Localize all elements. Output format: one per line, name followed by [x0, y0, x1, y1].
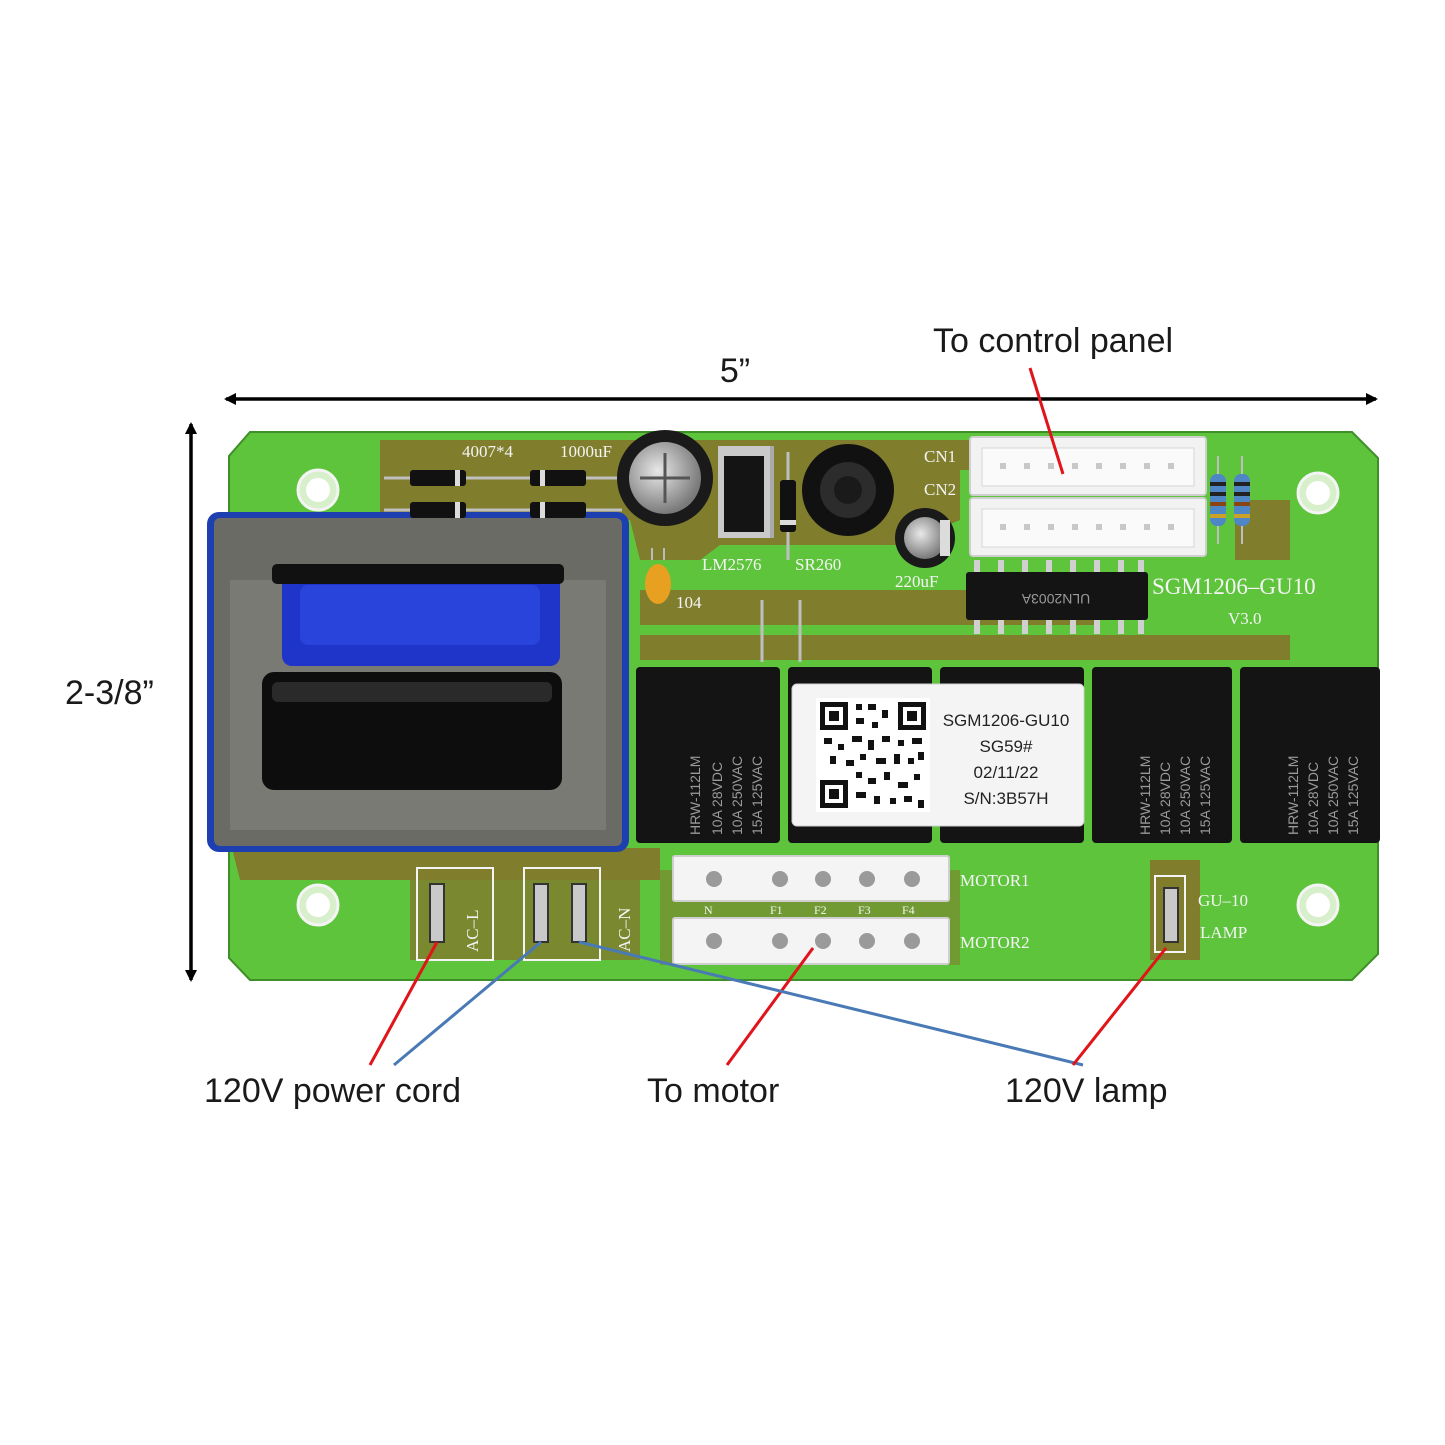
svg-text:10A 250VAC: 10A 250VAC [729, 756, 745, 835]
schottky-label: SR260 [795, 555, 841, 574]
motor-pin-labels: N F1 F2 F3 F4 [704, 903, 915, 917]
jumper-wires [760, 600, 802, 662]
lamp-label-line1: GU–10 [1198, 891, 1248, 910]
mounting-holes [296, 468, 1340, 927]
leader-lamp-blue [578, 940, 1084, 1067]
diode-3 [530, 470, 586, 486]
transformer-bobbin-top [272, 564, 564, 584]
sticker-line-3: 02/11/22 [974, 763, 1039, 782]
diode-1 [410, 470, 466, 486]
motor-terminal-block-1: MOTOR1 [672, 855, 1030, 902]
sticker-line-1: SGM1206-GU10 [943, 711, 1070, 730]
leader-power-red [368, 941, 439, 1066]
ceramic-capacitor: 104 [645, 548, 702, 612]
relay-4: HRW-112LM 10A 28VDC 10A 250VAC 15A 125VA… [1092, 667, 1232, 843]
qr-code [816, 698, 930, 812]
pin-label-n: N [704, 903, 713, 917]
relay-5: HRW-112LM 10A 28VDC 10A 250VAC 15A 125VA… [1240, 667, 1380, 843]
ac-l-label: AC–L [463, 910, 482, 953]
diode-2 [410, 502, 466, 518]
height-dimension-label: 2-3/8” [65, 674, 154, 712]
transformer [207, 512, 629, 852]
diodes-label: 4007*4 [462, 442, 514, 461]
ceramic-capacitor-label: 104 [676, 593, 702, 612]
callout-motor: To motor [647, 1072, 779, 1110]
schottky-diode: SR260 [780, 452, 841, 574]
svg-text:HRW-112LM: HRW-112LM [1137, 756, 1153, 835]
board-version-label: V3.0 [1228, 609, 1262, 628]
svg-text:15A 125VAC: 15A 125VAC [1345, 756, 1361, 835]
svg-text:15A 125VAC: 15A 125VAC [749, 756, 765, 835]
svg-text:10A 250VAC: 10A 250VAC [1177, 756, 1193, 835]
capacitor-220uf: 220uF [895, 508, 955, 591]
capacitor-220uf-label: 220uF [895, 572, 938, 591]
width-dimension-label: 5” [720, 352, 750, 390]
cn1-label: CN1 [924, 447, 956, 466]
pin-label-f2: F2 [814, 903, 827, 917]
lamp-label-line2: LAMP [1200, 923, 1247, 942]
svg-text:10A 28VDC: 10A 28VDC [1157, 762, 1173, 835]
pin-label-f3: F3 [858, 903, 871, 917]
leader-motor [725, 947, 815, 1066]
svg-text:10A 250VAC: 10A 250VAC [1325, 756, 1341, 835]
leader-lamp-red [1071, 947, 1168, 1066]
capacitor-1000uf-label: 1000uF [560, 442, 612, 461]
lamp-terminal: GU–10 LAMP [1154, 875, 1248, 953]
ac-n-terminal-2 [571, 883, 587, 943]
leader-power-blue [393, 940, 542, 1067]
board-model-label: SGM1206–GU10 [1152, 574, 1316, 599]
svg-text:HRW-112LM: HRW-112LM [1285, 756, 1301, 835]
callout-control-panel: To control panel [933, 322, 1173, 360]
inductor [802, 444, 894, 536]
regulator-label: LM2576 [702, 555, 762, 574]
pin-label-f4: F4 [902, 903, 915, 917]
callout-lamp: 120V lamp [1005, 1072, 1168, 1110]
leader-control-panel [1028, 367, 1065, 475]
cn2-label: CN2 [924, 480, 956, 499]
motor2-label: MOTOR2 [960, 933, 1030, 952]
motor-terminal-block-2: MOTOR2 [672, 917, 1030, 965]
pcb-board: 4007*4 1000uF 220uF 104 LM2 [207, 430, 1380, 981]
ac-l-terminal [429, 883, 445, 943]
svg-text:10A 28VDC: 10A 28VDC [1305, 762, 1321, 835]
sticker-line-2: SG59# [980, 737, 1033, 756]
ic-label: ULN2003A [1021, 591, 1090, 607]
rectifier-diodes: 4007*4 [384, 442, 622, 518]
capacitor-1000uf: 1000uF [560, 430, 713, 526]
sticker-line-4: S/N:3B57H [963, 789, 1048, 808]
serial-sticker: SGM1206-GU10 SG59# 02/11/22 S/N:3B57H [791, 683, 1085, 827]
svg-text:HRW-112LM: HRW-112LM [687, 756, 703, 835]
ac-terminals: AC–L AC–N [416, 867, 634, 961]
pin-label-f1: F1 [770, 903, 783, 917]
motor1-label: MOTOR1 [960, 871, 1030, 890]
ac-n-terminal-1 [533, 883, 549, 943]
svg-text:10A 28VDC: 10A 28VDC [709, 762, 725, 835]
voltage-regulator: LM2576 [702, 446, 774, 574]
ac-n-label: AC–N [615, 908, 634, 952]
callout-power-cord: 120V power cord [204, 1072, 461, 1110]
relay-1: HRW-112LM 10A 28VDC 10A 250VAC 15A 125VA… [636, 667, 780, 843]
diode-4 [530, 502, 586, 518]
driver-ic: ULN2003A [966, 560, 1148, 634]
resistors [1210, 456, 1250, 544]
control-connectors: CN1 CN2 [924, 436, 1207, 557]
svg-text:15A 125VAC: 15A 125VAC [1197, 756, 1213, 835]
